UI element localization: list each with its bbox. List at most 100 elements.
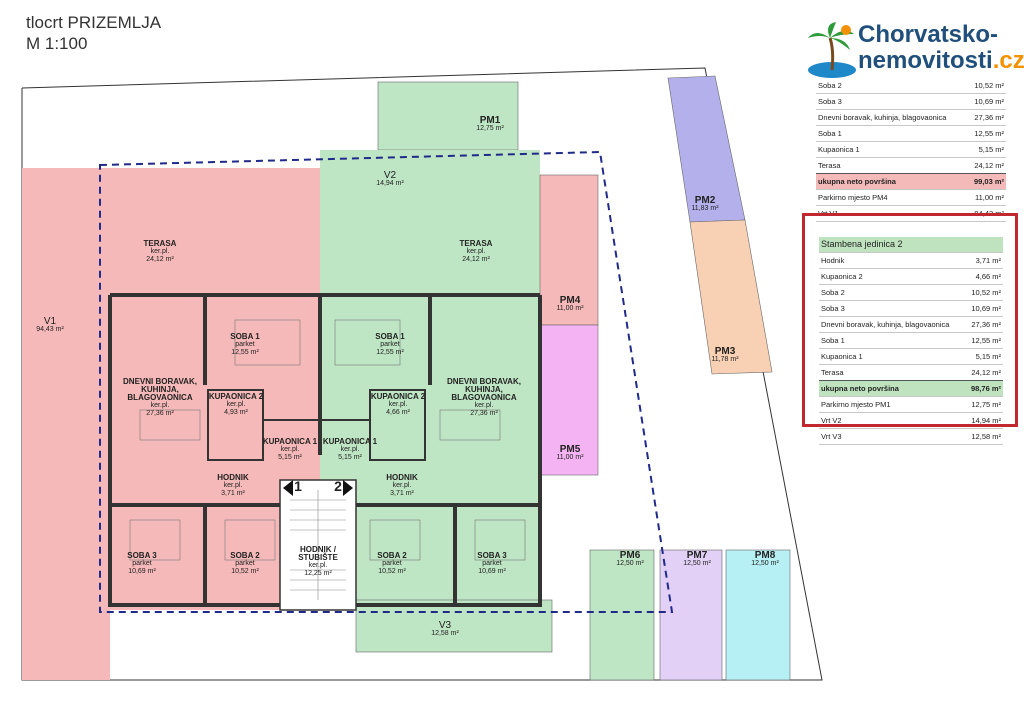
- row-label: Soba 1: [818, 129, 842, 138]
- row-value: 27,36 m²: [974, 113, 1004, 122]
- walls: [108, 293, 542, 607]
- row-value: 5,15 m²: [978, 145, 1004, 154]
- row-label: Soba 2: [818, 81, 842, 90]
- palm-icon: [808, 22, 856, 78]
- row-label: Soba 2: [821, 288, 845, 297]
- row-value: 10,52 m²: [974, 81, 1004, 90]
- table-row: Soba 2 10,52 m²: [816, 78, 1006, 94]
- table-row: Terasa 24,12 m²: [816, 158, 1006, 174]
- row-value: 24,12 m²: [974, 161, 1004, 170]
- plan-scale: M 1:100: [26, 34, 88, 53]
- table-row: ukupna neto površina 99,03 m²: [816, 174, 1006, 190]
- row-value: 4,66 m²: [975, 272, 1001, 281]
- row-label: ukupna neto površina: [821, 384, 899, 393]
- row-label: Dnevni boravak, kuhinja, blagovaonica: [821, 320, 950, 329]
- section-label-1: 1: [294, 478, 302, 494]
- row-value: 5,15 m²: [975, 352, 1001, 361]
- table-row: Soba 3 10,69 m²: [816, 94, 1006, 110]
- row-label: Parkirno mjesto PM1: [821, 400, 891, 409]
- table-row: Kupaonica 1 5,15 m²: [816, 142, 1006, 158]
- unit2-area-table: Stambena jedinica 2 Hodnik 3,71 m² Kupaoni…: [819, 237, 1003, 445]
- parking-pm4: [539, 174, 599, 326]
- garden-v1: [22, 168, 110, 680]
- row-value: 12,55 m²: [971, 336, 1001, 345]
- row-value: 99,03 m²: [973, 177, 1004, 186]
- row-label: Dnevni boravak, kuhinja, blagovaonica: [818, 113, 947, 122]
- row-label: Soba 3: [818, 97, 842, 106]
- row-label: Kupaonica 1: [821, 352, 863, 361]
- logo-text: Chorvatsko- nemovitosti.cz: [858, 21, 1024, 74]
- unit1-area-table: Soba 2 10,52 m² Soba 3 10,69 m² Dnevni borav…: [816, 78, 1006, 222]
- parking-pm8: [725, 549, 791, 681]
- row-value: 10,69 m²: [971, 304, 1001, 313]
- garden-v2: [320, 150, 540, 210]
- table-row: Vrt V2 14,94 m²: [819, 413, 1003, 429]
- row-label: Vrt V2: [821, 416, 842, 425]
- table-row: Soba 1 12,55 m²: [819, 333, 1003, 349]
- parking-pm7: [659, 549, 723, 681]
- row-label: ukupna neto površina: [818, 177, 896, 186]
- plan-title: tlocrt PRIZEMLJA M 1:100: [26, 12, 161, 54]
- parking-pm3: [689, 219, 773, 375]
- table-row: Kupaonica 1 5,15 m²: [819, 349, 1003, 365]
- plan-title-text: tlocrt PRIZEMLJA: [26, 13, 162, 32]
- table-row: ukupna neto površina 98,76 m²: [819, 381, 1003, 397]
- section-arrow-2: [343, 480, 353, 496]
- row-value: 10,69 m²: [974, 97, 1004, 106]
- row-label: Terasa: [818, 161, 841, 170]
- row-label: Hodnik: [821, 256, 845, 265]
- row-value: 98,76 m²: [970, 384, 1001, 393]
- parking-pm5: [539, 324, 599, 476]
- row-value: 14,94 m²: [971, 416, 1001, 425]
- section-arrow-1: [283, 480, 293, 496]
- row-value: 11,00 m²: [974, 193, 1004, 202]
- row-label: Soba 3: [821, 304, 845, 313]
- row-value: 12,55 m²: [974, 129, 1004, 138]
- row-value: 3,71 m²: [975, 256, 1001, 265]
- row-label: Terasa: [821, 368, 844, 377]
- table-row: Soba 3 10,69 m²: [819, 301, 1003, 317]
- table-row: Dnevni boravak, kuhinja, blagovaonica 27,…: [816, 110, 1006, 126]
- inner-walls: [207, 389, 426, 461]
- row-label: Vrt V3: [821, 432, 842, 441]
- unit2-area-box: Stambena jedinica 2 Hodnik 3,71 m² Kupaoni…: [802, 213, 1018, 445]
- parking-pm6: [589, 549, 655, 681]
- company-logo: Chorvatsko- nemovitosti.cz: [806, 20, 1024, 80]
- row-label: Kupaonica 1: [818, 145, 860, 154]
- table-row: Soba 1 12,55 m²: [816, 126, 1006, 142]
- row-label: Soba 1: [821, 336, 845, 345]
- unit2-heading: Stambena jedinica 2: [819, 237, 1003, 253]
